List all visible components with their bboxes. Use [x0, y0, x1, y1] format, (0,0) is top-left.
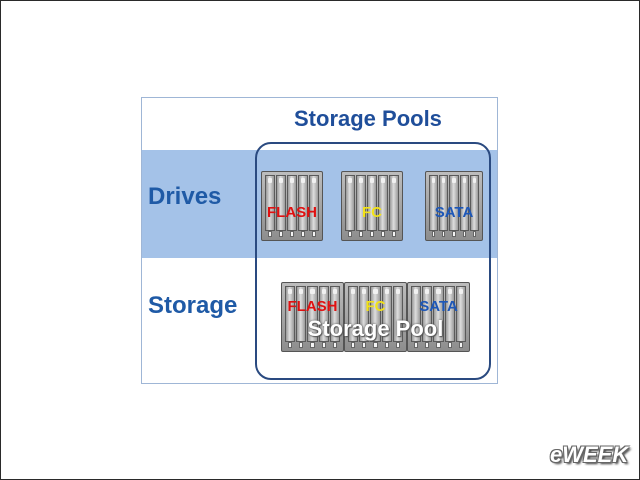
drive-slot [298, 175, 308, 237]
drive-slot [411, 286, 422, 348]
drive-slot [422, 286, 433, 348]
drive-slot [318, 286, 329, 348]
enclosure-label: SATA [419, 298, 458, 315]
drive-slot [455, 286, 467, 348]
drive-slot [444, 286, 455, 348]
storage-pool-caption: Storage Pool [307, 316, 444, 341]
slide-title: Storage Pools [294, 106, 442, 131]
eweek-logo-watermark: eWEEK [550, 442, 629, 467]
drive-slot [307, 286, 318, 348]
row-label-storage: Storage [148, 292, 238, 319]
drive-slot [370, 286, 381, 348]
enclosure-label: FC [362, 204, 382, 221]
drive-slot [265, 175, 275, 237]
pool-enclosure-flash: FLASH [281, 282, 344, 352]
drive-slot [389, 175, 399, 237]
drive-slot [309, 175, 319, 237]
drive-enclosure-sata: SATA [425, 171, 483, 241]
drive-slot [359, 286, 370, 348]
drive-enclosure-flash: FLASH [261, 171, 323, 241]
drive-enclosure-fc: FC [341, 171, 403, 241]
drive-slot [378, 175, 388, 237]
enclosure-label: FLASH [267, 204, 317, 221]
storage-pools-slide: Storage Pools Drives Storage FLASH FC SA… [141, 97, 498, 384]
drive-slot [296, 286, 307, 348]
enclosure-label: SATA [434, 204, 474, 221]
drive-slot [329, 286, 341, 348]
drive-slot [285, 286, 296, 348]
drive-slot [449, 175, 459, 237]
drive-slot [367, 175, 377, 237]
drive-slot [345, 175, 355, 237]
enclosure-label: FLASH [287, 298, 338, 315]
drive-slot [356, 175, 366, 237]
drive-slot [348, 286, 359, 348]
drive-slot [381, 286, 392, 348]
row-label-drives: Drives [148, 183, 222, 210]
drive-slot [459, 175, 469, 237]
drive-slot [469, 175, 480, 237]
drive-slot [429, 175, 439, 237]
enclosure-label: FC [365, 298, 386, 315]
drive-slot [276, 175, 286, 237]
pool-enclosure-sata: SATA [407, 282, 470, 352]
drive-slot [287, 175, 297, 237]
pool-enclosure-fc: FC [344, 282, 407, 352]
drive-slot [439, 175, 449, 237]
storage-pool-outline [255, 142, 491, 380]
drive-slot [392, 286, 404, 348]
drive-slot [433, 286, 444, 348]
